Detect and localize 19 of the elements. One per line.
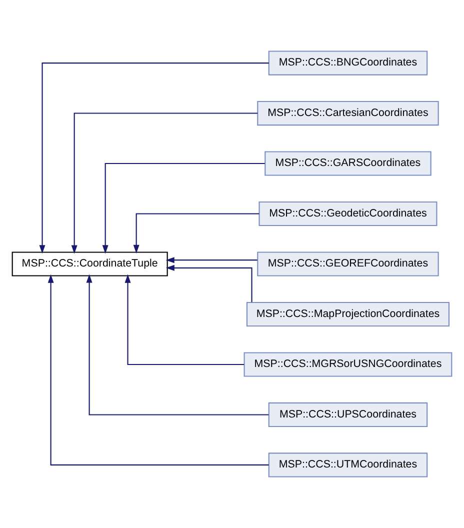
arrow bbox=[86, 274, 269, 416]
node-box: MSP::CCS::CartesianCoordinates bbox=[257, 100, 439, 126]
node-box: MSP::CCS::GARSCoordinates bbox=[264, 151, 432, 176]
node-box: MSP::CCS::MGRSorUSNGCoordinates bbox=[244, 352, 452, 377]
arrow bbox=[39, 62, 269, 254]
arrow bbox=[71, 112, 258, 254]
arrow bbox=[133, 213, 260, 254]
arrow bbox=[48, 274, 269, 466]
arrow bbox=[102, 162, 265, 254]
node-box: MSP::CCS::UTMCoordinates bbox=[268, 452, 428, 478]
node-box: MSP::CCS::GeodeticCoordinates bbox=[258, 201, 438, 226]
node-box: MSP::CCS::GEOREFCoordinates bbox=[257, 252, 439, 276]
arrow bbox=[124, 274, 244, 366]
node-box: MSP::CCS::BNGCoordinates bbox=[268, 50, 428, 76]
node-box: MSP::CCS::UPSCoordinates bbox=[268, 402, 428, 428]
node-box: MSP::CCS::CoordinateTuple bbox=[12, 252, 168, 276]
arrow bbox=[166, 257, 258, 264]
node-box: MSP::CCS::MapProjectionCoordinates bbox=[246, 302, 450, 327]
arrow bbox=[166, 264, 252, 302]
